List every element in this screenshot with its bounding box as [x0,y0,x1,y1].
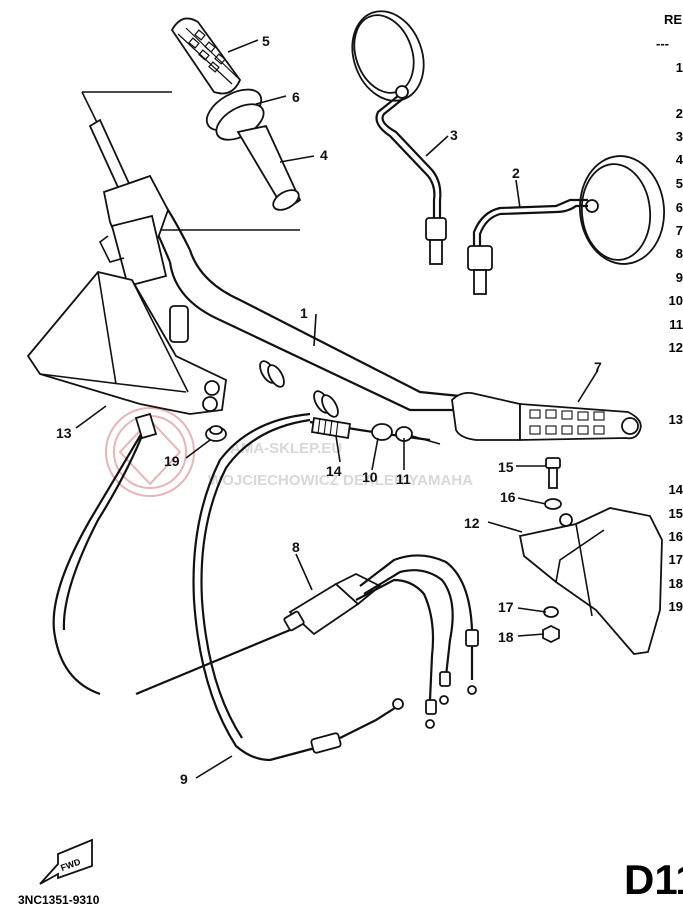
watermark-line2: WOJCIECHOWICZ DEALER YAMAHA [208,472,473,489]
fwd-arrow-icon: FWD [39,838,93,885]
callout-1: 1 [300,305,308,321]
callout-8: 8 [292,539,300,555]
table-row: 10 [669,293,683,308]
table-row: 16 [669,529,683,544]
callout-9: 9 [180,771,188,787]
table-row: 18 [669,576,683,591]
callout-15: 15 [498,459,514,475]
table-row: 9 [676,270,683,285]
reference-table: RE --- 1 2 3 4 5 6 7 8 9 10 11 12 13 14 … [656,12,683,614]
callout-18: 18 [498,629,514,645]
cable-adjusters [309,416,441,445]
part-13-handguard-left [26,270,227,415]
table-row: 3 [676,129,683,144]
callouts: 1 2 3 4 5 6 7 8 9 10 11 12 13 14 15 16 1… [56,33,602,787]
callout-5: 5 [262,33,270,49]
table-divider: --- [656,36,669,51]
callout-3: 3 [450,127,458,143]
callout-10: 10 [362,469,378,485]
callout-4: 4 [320,147,328,163]
table-row: 5 [676,176,683,191]
callout-12: 12 [464,515,480,531]
part-2-mirror-right [467,155,666,295]
table-row: 1 [676,60,683,75]
hardware-bolts-nuts [542,457,562,644]
table-row: 17 [669,552,683,567]
table-row: 19 [669,599,683,614]
clutch-lever-housing [98,174,189,343]
table-row: 4 [676,152,683,167]
table-row: 12 [669,340,683,355]
part-4-throttle-tube [236,124,302,211]
callout-13: 13 [56,425,72,441]
page-code: D11 [624,856,683,903]
part-1-handlebar [88,118,461,418]
part-5-grip [170,17,242,95]
callout-14: 14 [326,463,342,479]
callout-17: 17 [498,599,514,615]
table-row: 15 [669,506,683,521]
part-7-grip-right [451,391,642,441]
callout-6: 6 [292,89,300,105]
part-3-mirror-left [351,10,447,265]
part-8-throttle-cable [135,554,479,729]
table-row: 6 [676,200,683,215]
callout-2: 2 [512,165,520,181]
table-row: 14 [669,482,683,497]
leader-lines [75,39,599,779]
callout-11: 11 [396,471,411,487]
drawing-number: 3NC1351-9310 [18,893,100,907]
part-9-clutch-cable [52,412,404,762]
table-row: 8 [676,246,683,261]
watermark: AMA-SKLEP.EU WOJCIECHOWICZ DEALER YAMAHA [105,407,473,497]
table-header: RE [664,12,682,27]
callout-16: 16 [500,489,516,505]
part-12-handguard-right [518,507,663,655]
table-row: 2 [676,106,683,121]
table-row: 11 [669,317,683,332]
table-row: 13 [669,412,683,427]
callout-7: 7 [594,359,602,375]
watermark-line1: AMA-SKLEP.EU [230,440,342,457]
table-row: 7 [676,223,683,238]
callout-19: 19 [164,453,180,469]
part-19-grommet [205,425,227,442]
